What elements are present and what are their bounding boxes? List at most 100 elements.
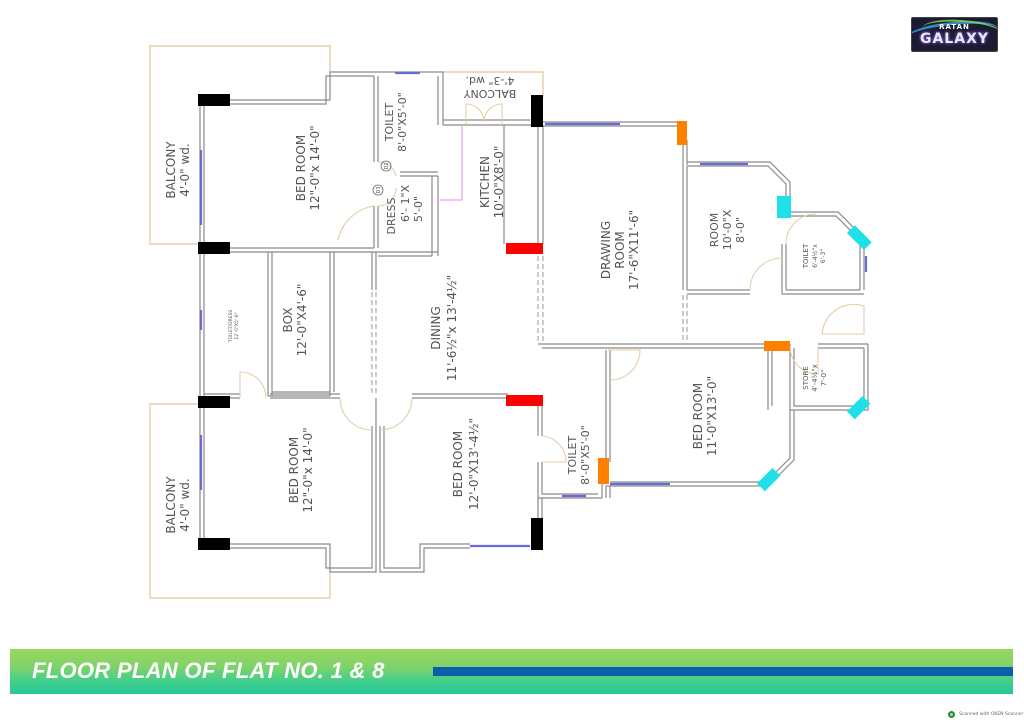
columns [198,94,872,550]
column-black [531,518,543,550]
room-name: TOILET [802,243,810,269]
room-name: TOILET [383,103,396,143]
room-size: 7'-0" [820,370,828,387]
scanner-watermark: Scanned with OKEN Scanner [948,711,1023,718]
column-cyan [777,196,791,218]
room-size: 12'-0"X5'-6" [234,312,240,339]
room-size: 10'-0"X8'-0" [492,146,506,219]
label-bedroom-top: BED ROOM 12"-0"x 14'-0" [294,125,322,210]
room-size: 4'-0" wd. [178,478,192,531]
label-balcony-bottom-left: BALCONY 4'-0" wd. [164,476,192,534]
door-tag-d3: D3 [376,186,382,193]
door-tags: D2 D3 [372,160,392,196]
door-dress [377,187,397,207]
room-size: 12"-0"x 14'-0" [308,125,322,210]
label-balcony-top-left: BALCONY 4'-0" wd. [164,141,192,199]
floor-plan: D2 D3 BALCONY 4'-0" wd. BED ROOM 12"-0"x… [149,45,872,599]
banner-stripe [433,667,1013,676]
door-bedroom-center [379,397,413,431]
door-tag-circle [380,160,392,172]
logo-text-ratan: RATAN [939,23,970,31]
door-toilet-top [377,161,397,177]
room-name: BALCONY [164,476,178,534]
room-name: DRESS [385,197,398,234]
room-size: 11'-6½"x 13'-4½" [445,275,459,381]
room-size: 8'-0"X5'-0" [396,92,409,152]
column-red [506,243,543,254]
label-bedroom-bottom-left: BED ROOM 12"-0"x 14'-0" [287,427,315,512]
column-cyan [846,225,872,251]
room-name: TOILET/DRESS [228,310,234,344]
scanner-logo-icon [948,711,955,718]
door-room [749,257,783,291]
column-cyan [846,395,871,420]
room-name: ROOM [613,231,627,269]
room-size: 6'-4½"x [812,244,819,268]
room-name: DINING [429,306,443,350]
door-store [789,345,819,375]
room-name: BED ROOM [451,431,465,497]
room-size: 8'-0" [734,217,747,243]
room-size: 10'-0"X [721,209,734,250]
room-name: STORE [802,366,810,390]
door-bedroom-bottom-left [339,397,373,431]
logo-text-galaxy: GALAXY [919,31,989,47]
windows [199,71,868,548]
label-toilet-top: TOILET 8'-0"X5'-0" [383,92,409,152]
room-name: BALCONY [164,141,178,199]
room-size: 6'-3" [820,249,827,263]
label-box: BOX 12'-0"X4'-6" [281,284,309,357]
door-toilet-small [785,213,817,245]
label-store: STORE 4'-4½"x 7'-0" [802,364,828,392]
label-bedroom-right: BED ROOM 11'-0"X13'-0" [691,376,719,456]
room-size: 4'-3" wd. [465,74,514,87]
label-dress: DRESS 6'- 1"X 5'-0" [385,184,425,234]
door-toilet-dress [239,371,267,399]
balcony-bottom-left-outline [149,403,331,599]
label-toilet-small: TOILET 6'-4½"x 6'-3" [802,243,827,269]
column-black [198,94,230,106]
door-tag-circle [372,184,384,196]
label-toilet-dress: TOILET/DRESS 12'-0"X5'-6" [228,310,240,344]
door-passage [821,303,865,335]
door-tag-d2: D2 [384,162,390,169]
room-size: 8'-0"X5'-0" [579,425,592,485]
room-size: 4'-0" wd. [178,143,192,196]
room-size: 12"-0"x 14'-0" [301,427,315,512]
label-kitchen: KITCHEN 10'-0"X8'-0" [478,146,506,219]
label-room: ROOM 10'-0"X 8'-0" [708,209,747,250]
room-name: BED ROOM [691,383,705,449]
door-toilet-center [541,435,567,463]
room-name: TOILET [566,436,579,476]
door-balcony-top [465,103,503,124]
room-size: 4'-4½"x [811,364,819,392]
room-name: BED ROOM [294,135,308,201]
label-dining: DINING 11'-6½"x 13'-4½" [429,275,459,381]
label-bedroom-center: BED ROOM 12'-0"X13'-4½" [451,418,481,510]
column-orange [598,458,609,484]
column-black [198,538,230,550]
balcony-outlines [149,45,544,599]
walls [199,71,869,573]
room-name: BOX [281,308,295,333]
room-size: 6'- 1"X [399,184,412,222]
column-black [531,95,543,127]
label-drawing: DRAWING ROOM 17'-6"X11'-6" [599,210,641,290]
column-orange [677,121,687,145]
banner-title: FLOOR PLAN OF FLAT NO. 1 & 8 [32,658,385,683]
room-name: ROOM [708,213,721,247]
ratan-galaxy-logo: RATAN GALAXY [911,17,998,52]
column-orange [764,341,790,351]
doors [239,103,865,463]
room-name: DRAWING [599,221,613,279]
balcony-top-left-outline [149,45,331,245]
room-labels: BALCONY 4'-0" wd. BED ROOM 12"-0"x 14'-0… [164,74,828,534]
room-size: 11'-0"X13'-0" [705,376,719,456]
column-red [506,395,543,406]
column-black [198,242,230,254]
room-size: 5'-0" [412,196,425,222]
column-black [198,396,230,408]
room-size: 12'-0"X4'-6" [295,284,309,357]
room-name: KITCHEN [478,156,492,208]
room-size: 17'-6"X11'-6" [627,210,641,290]
